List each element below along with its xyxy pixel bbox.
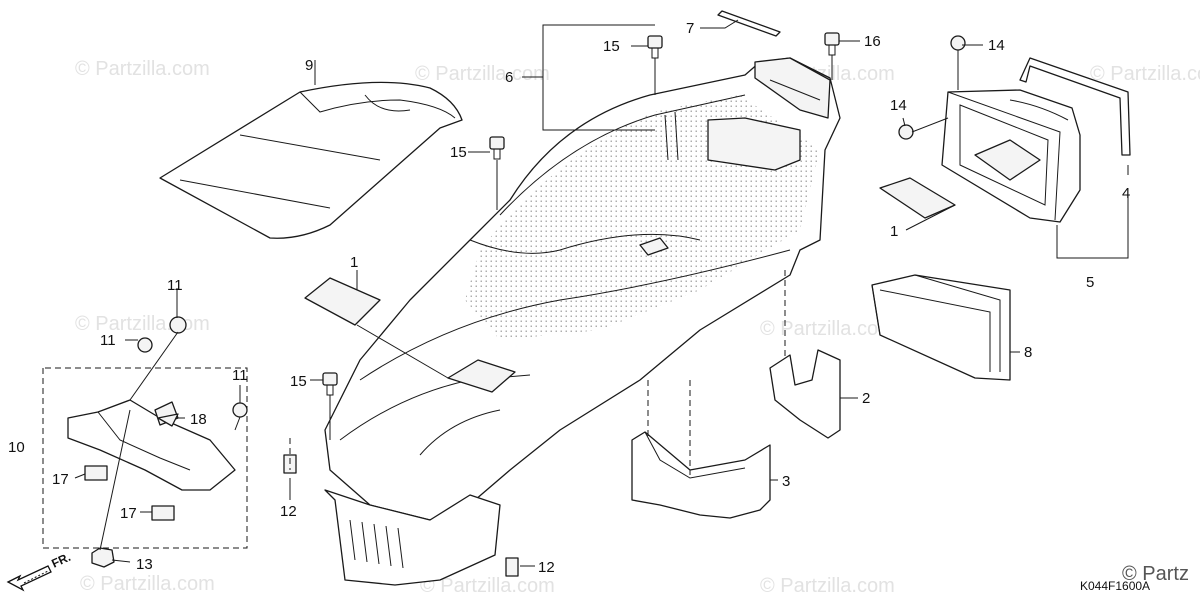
pad-part [151, 505, 175, 521]
corner-watermark: © Partz [1122, 563, 1189, 585]
callout-number: 1 [350, 254, 358, 271]
callout-number: 9 [305, 57, 313, 74]
tray-box-part [871, 274, 1011, 381]
callout-number: 15 [603, 38, 620, 55]
lid-part [304, 277, 381, 326]
screw-part [898, 124, 914, 140]
watermark-text: © Partzilla.com [415, 63, 550, 85]
watermark-text: © Partzilla.com [760, 318, 895, 340]
luggage-box-part [324, 57, 841, 521]
callout-number: 12 [538, 559, 555, 576]
screw-part [137, 337, 153, 353]
screw-part [232, 402, 248, 418]
callout-number: 8 [1024, 344, 1032, 361]
watermark-text: © Partzilla.com [1090, 63, 1200, 85]
group-bracket [1056, 195, 1129, 259]
bolt-part [489, 136, 505, 160]
diagram-code: K044F1600A [1080, 579, 1150, 593]
callout-number: 2 [862, 390, 870, 407]
callout-number: 11 [167, 277, 183, 294]
lower-cover-part [631, 431, 771, 519]
bolt-part [824, 32, 840, 56]
callout-number: 17 [120, 505, 137, 522]
callout-number: 12 [280, 503, 297, 520]
rear-inner-cover-part [159, 81, 463, 239]
tag-part [157, 413, 179, 427]
watermark-text: © Partzilla.com [75, 58, 210, 80]
clip-part [505, 557, 519, 577]
watermark-text: © Partzilla.com [75, 313, 210, 335]
bolt-part [647, 35, 663, 59]
watermark-text: © Partzilla.com [760, 575, 895, 597]
callout-number: 11 [232, 367, 248, 384]
callout-number: 11 [100, 332, 116, 349]
pocket-box-part [941, 89, 1081, 223]
callout-number: 14 [988, 37, 1005, 54]
pad-part [84, 465, 108, 481]
arrow-icon [6, 565, 52, 592]
screw-part [169, 316, 187, 334]
callout-number: 16 [864, 33, 881, 50]
clip-nut-part [91, 547, 115, 568]
seal-strip-part [1019, 57, 1131, 156]
callout-number: 5 [1086, 274, 1094, 291]
callout-number: 10 [8, 439, 25, 456]
callout-number: 13 [136, 556, 153, 573]
callout-number: 18 [190, 411, 207, 428]
callout-number: 7 [686, 20, 694, 37]
group-dashed-box [42, 367, 248, 549]
callout-number: 6 [505, 69, 513, 86]
watermark-text: © Partzilla.com [420, 575, 555, 597]
callout-number: 15 [290, 373, 307, 390]
direction-label: FR. [49, 550, 72, 571]
front-direction-arrow: FR. [6, 550, 73, 592]
bolt-part [322, 372, 338, 396]
callout-number: 3 [782, 473, 790, 490]
lower-bucket-part [324, 489, 501, 586]
seal-part [717, 10, 781, 37]
callout-number: 1 [890, 223, 898, 240]
small-cover-part [769, 349, 841, 439]
callout-number: 4 [1122, 185, 1130, 202]
callout-number: 15 [450, 144, 467, 161]
leader-lines [74, 19, 1129, 567]
callout-number: 14 [890, 97, 907, 114]
callout-labels: 1 1 2 3 4 5 6 7 8 9 10 11 11 11 12 12 13… [8, 20, 1130, 576]
callout-number: 17 [52, 471, 69, 488]
screw-part [950, 35, 966, 51]
watermark-text: © Partzilla.com [80, 573, 215, 595]
lid-part [879, 177, 956, 219]
